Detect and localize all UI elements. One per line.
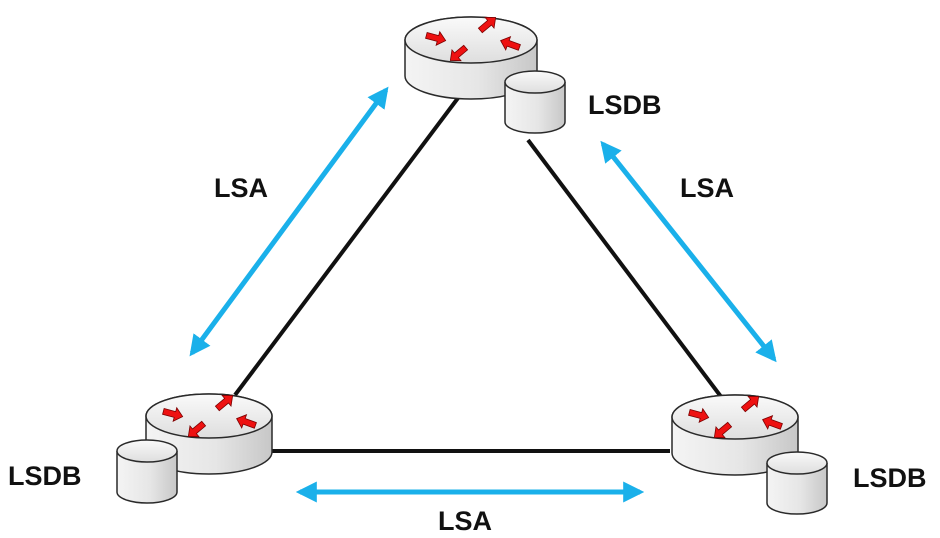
lsa-label-bottom: LSA [438, 506, 492, 536]
lsa-arrow-right [600, 140, 777, 363]
router-left [116, 389, 273, 504]
router-icon [671, 390, 799, 476]
lsa-label-right: LSA [680, 173, 734, 203]
lsa-label-left: LSA [214, 173, 268, 203]
router-icon [404, 11, 538, 100]
lsa-arrow-left [189, 86, 389, 357]
lsdb-label-top: LSDB [588, 90, 662, 120]
router-top [404, 11, 566, 134]
lsdb-label-left: LSDB [8, 461, 82, 491]
router-right [671, 390, 828, 515]
database-icon [504, 70, 566, 134]
lsdb-label-right: LSDB [853, 463, 927, 493]
database-icon [766, 451, 828, 515]
database-icon [116, 439, 178, 504]
